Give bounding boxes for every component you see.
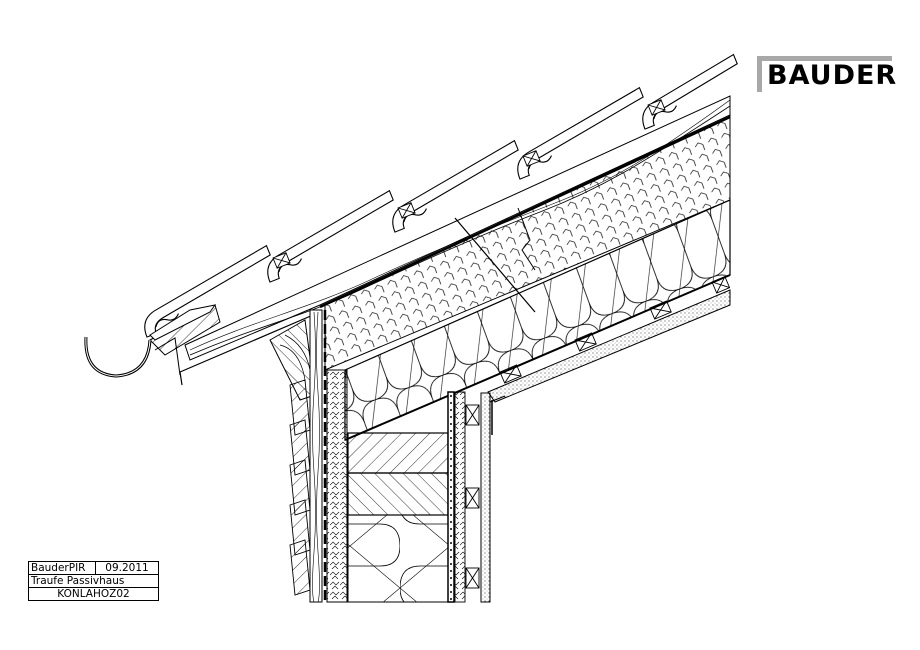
fixing-screw: [454, 217, 536, 313]
interior-lining: [487, 289, 731, 403]
wall-fibre-board: [326, 369, 348, 603]
tile-battens: [272, 99, 666, 269]
roof-tiles: [144, 53, 738, 338]
roof-assembly: [144, 53, 738, 441]
product-name: BauderPIR: [29, 562, 96, 574]
logo-text: BAUDER: [767, 60, 898, 91]
counter-batten-layer: [184, 95, 731, 361]
drawing-code: KONLAHOZ02: [57, 588, 130, 600]
title-block-row-3: KONLAHOZ02: [29, 588, 158, 600]
wall-cladding: [289, 379, 311, 596]
title-block-row-1: BauderPIR 09.2011: [29, 562, 158, 575]
gutter: [84, 336, 152, 378]
logo-bar-top: [757, 56, 892, 61]
timber-header-upper: [347, 432, 449, 474]
logo-bar-left: [757, 56, 762, 92]
timber-header-lower: [347, 472, 449, 516]
wall-insulation: [347, 514, 449, 603]
drawing-description: Traufe Passivhaus: [31, 575, 125, 587]
title-block: BauderPIR 09.2011 Traufe Passivhaus KONL…: [28, 561, 159, 601]
ceiling-battens: [499, 275, 731, 384]
drawing-date: 09.2011: [105, 562, 149, 574]
wall-interior-lining: [480, 392, 491, 603]
bracket: [517, 207, 536, 271]
title-block-row-2: Traufe Passivhaus: [29, 575, 158, 588]
wall-assembly: [289, 309, 506, 603]
bauder-logo: BAUDER: [757, 56, 897, 92]
wall-service-battens: [465, 404, 480, 589]
service-layer: [454, 391, 466, 603]
